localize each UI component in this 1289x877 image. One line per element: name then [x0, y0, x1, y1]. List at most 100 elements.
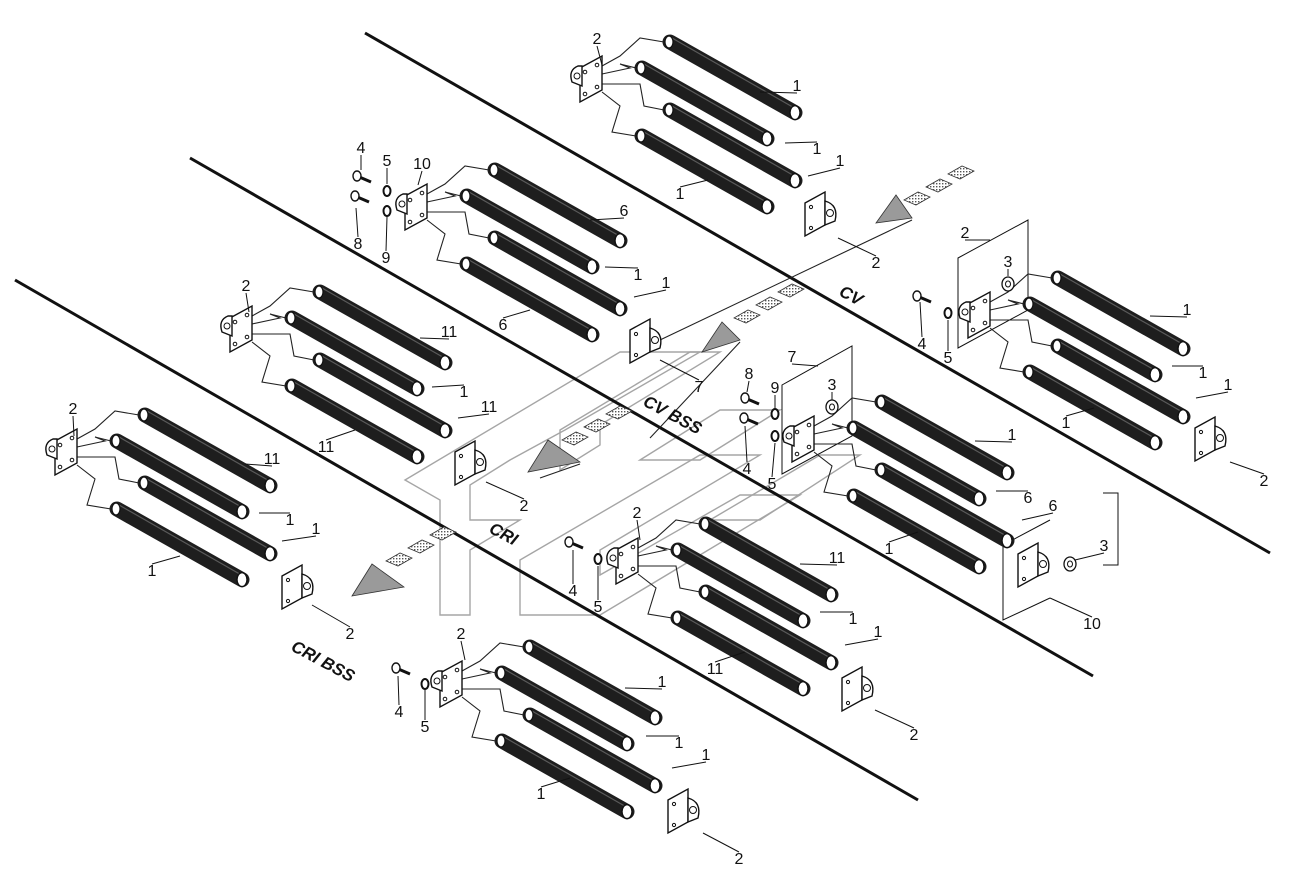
cable-link: [251, 341, 287, 387]
assembly-cv-left: [570, 34, 837, 238]
roller-tube: [846, 420, 987, 507]
roller-end-cap: [111, 502, 121, 516]
mounting-bracket: [570, 54, 603, 104]
roller-tube: [634, 60, 775, 147]
leader-line: [502, 309, 531, 319]
roller-tube: [1022, 364, 1163, 451]
nut: [825, 399, 839, 415]
roller-end-cap: [672, 543, 682, 557]
divider-line: [189, 156, 1094, 678]
roller-end-cap: [496, 734, 506, 748]
nut: [1001, 276, 1015, 292]
bolt: [350, 190, 370, 204]
bolt-hole: [618, 551, 624, 557]
cable-link: [427, 211, 490, 239]
roller-end-cap: [1024, 297, 1034, 311]
callout-part-2: 2: [69, 401, 78, 418]
roller-highlight: [496, 165, 618, 236]
leader-line: [355, 207, 359, 238]
washer: [770, 430, 780, 442]
bracket-plate: [579, 54, 603, 104]
bolt-hole: [594, 84, 600, 90]
callout-part-5: 5: [421, 719, 430, 736]
callout-part-11: 11: [318, 439, 335, 456]
roller-end-cap: [797, 680, 809, 697]
roller-highlight: [531, 642, 653, 713]
section-title-cv-bss: CV BSS: [640, 392, 705, 439]
leader-line: [837, 237, 877, 257]
roller-tube: [312, 352, 453, 439]
roller-end-cap: [621, 735, 633, 752]
bolt-head: [352, 170, 362, 182]
leader-line: [385, 216, 388, 252]
arrow-leaders: [539, 219, 913, 479]
leader-line: [431, 384, 465, 388]
lug-hole: [433, 677, 441, 685]
roller-end-cap: [1149, 366, 1161, 383]
lug-hole: [609, 554, 617, 562]
callout-part-1: 1: [286, 512, 295, 529]
roller-highlight: [883, 465, 1005, 536]
roller-end-cap: [797, 612, 809, 629]
cable-link: [76, 464, 112, 510]
leader-line: [791, 363, 819, 367]
callout-part-5: 5: [944, 350, 953, 367]
roller-end-cap: [586, 258, 598, 275]
end-bracket: [667, 787, 700, 835]
bolt-hole: [285, 577, 291, 583]
bolt-hole: [442, 696, 448, 702]
leader-line: [919, 301, 923, 338]
watermark-logo: [403, 351, 863, 616]
leader-line: [325, 429, 356, 441]
cable-link: [252, 333, 315, 361]
cable-link: [426, 165, 490, 195]
roller-highlight: [503, 736, 625, 807]
cable-link: [426, 219, 462, 265]
cable-link: [251, 313, 287, 325]
cable-link: [989, 273, 1053, 303]
callout-part-1: 1: [702, 747, 711, 764]
roller-tube: [670, 542, 811, 629]
callout-part-11: 11: [481, 399, 498, 416]
bolt-hole: [232, 319, 238, 325]
callout-part-1: 1: [537, 786, 546, 803]
roller-tube: [1050, 338, 1191, 425]
bolt-hole: [806, 422, 812, 428]
roller-highlight: [293, 313, 415, 384]
cable-link: [813, 397, 877, 427]
leader-line: [419, 337, 450, 340]
roller-tube: [634, 128, 775, 215]
leader-line: [1021, 512, 1054, 521]
leader-line: [460, 640, 466, 661]
roller-end-cap: [1177, 340, 1189, 357]
roller-end-cap: [636, 129, 646, 143]
leader-line: [874, 709, 915, 729]
leader-line: [589, 217, 625, 221]
nut-bore: [1067, 560, 1073, 568]
callout-part-3: 3: [1100, 538, 1109, 555]
roller-end-cap: [876, 395, 886, 409]
lug-hole: [785, 432, 793, 440]
callout-part-6: 6: [620, 203, 629, 220]
cable-link: [461, 642, 525, 672]
bolt-hole: [1198, 429, 1204, 435]
callout-part-10: 10: [1083, 616, 1101, 633]
lug-hole: [651, 336, 659, 344]
roller-end-cap: [1149, 434, 1161, 451]
callout-part-1: 1: [885, 541, 894, 558]
bracket-plate: [229, 304, 253, 354]
leader-line: [311, 604, 351, 628]
roller-end-cap: [286, 311, 296, 325]
cable-link: [426, 191, 462, 203]
arrow-cv: [875, 165, 975, 224]
callout-part-9: 9: [771, 380, 780, 397]
leader-line: [245, 292, 250, 313]
bracket-plate: [404, 182, 428, 232]
mounting-bracket: [958, 290, 991, 340]
assembly-cri-bss-left: [45, 407, 314, 611]
bolt-hole: [285, 598, 291, 604]
washer-ring: [382, 185, 392, 197]
end-bracket: [804, 190, 837, 238]
roller-tube: [522, 639, 663, 726]
cable-link: [461, 668, 497, 680]
